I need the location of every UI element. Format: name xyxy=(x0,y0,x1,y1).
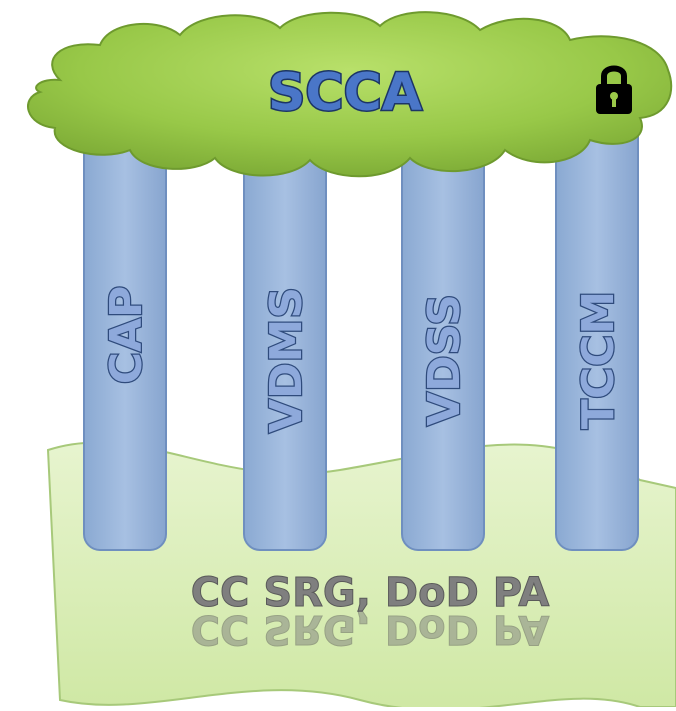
lock-icon xyxy=(596,65,632,114)
pillar-vdss: VDSS xyxy=(401,119,485,551)
pillar-tccm: TCCM xyxy=(555,119,639,551)
pillar-vdms: VDMS xyxy=(243,119,327,551)
base-label-reflection: CC SRG, DoD PA xyxy=(191,606,550,652)
pillar-cap: CAP xyxy=(83,119,167,551)
pillar-label-cap: CAP xyxy=(101,286,152,385)
base-label-group: CC SRG, DoD PA CC SRG, DoD PA xyxy=(190,570,550,653)
scca-cloud: SCCA xyxy=(27,11,673,178)
pillar-label-tccm: TCCM xyxy=(573,291,624,429)
cloud-label: SCCA xyxy=(268,63,422,123)
base-label: CC SRG, DoD PA xyxy=(191,570,550,616)
pillar-label-vdms: VDMS xyxy=(261,287,312,433)
pillar-label-vdss: VDSS xyxy=(419,294,470,426)
base-platform xyxy=(46,441,676,711)
